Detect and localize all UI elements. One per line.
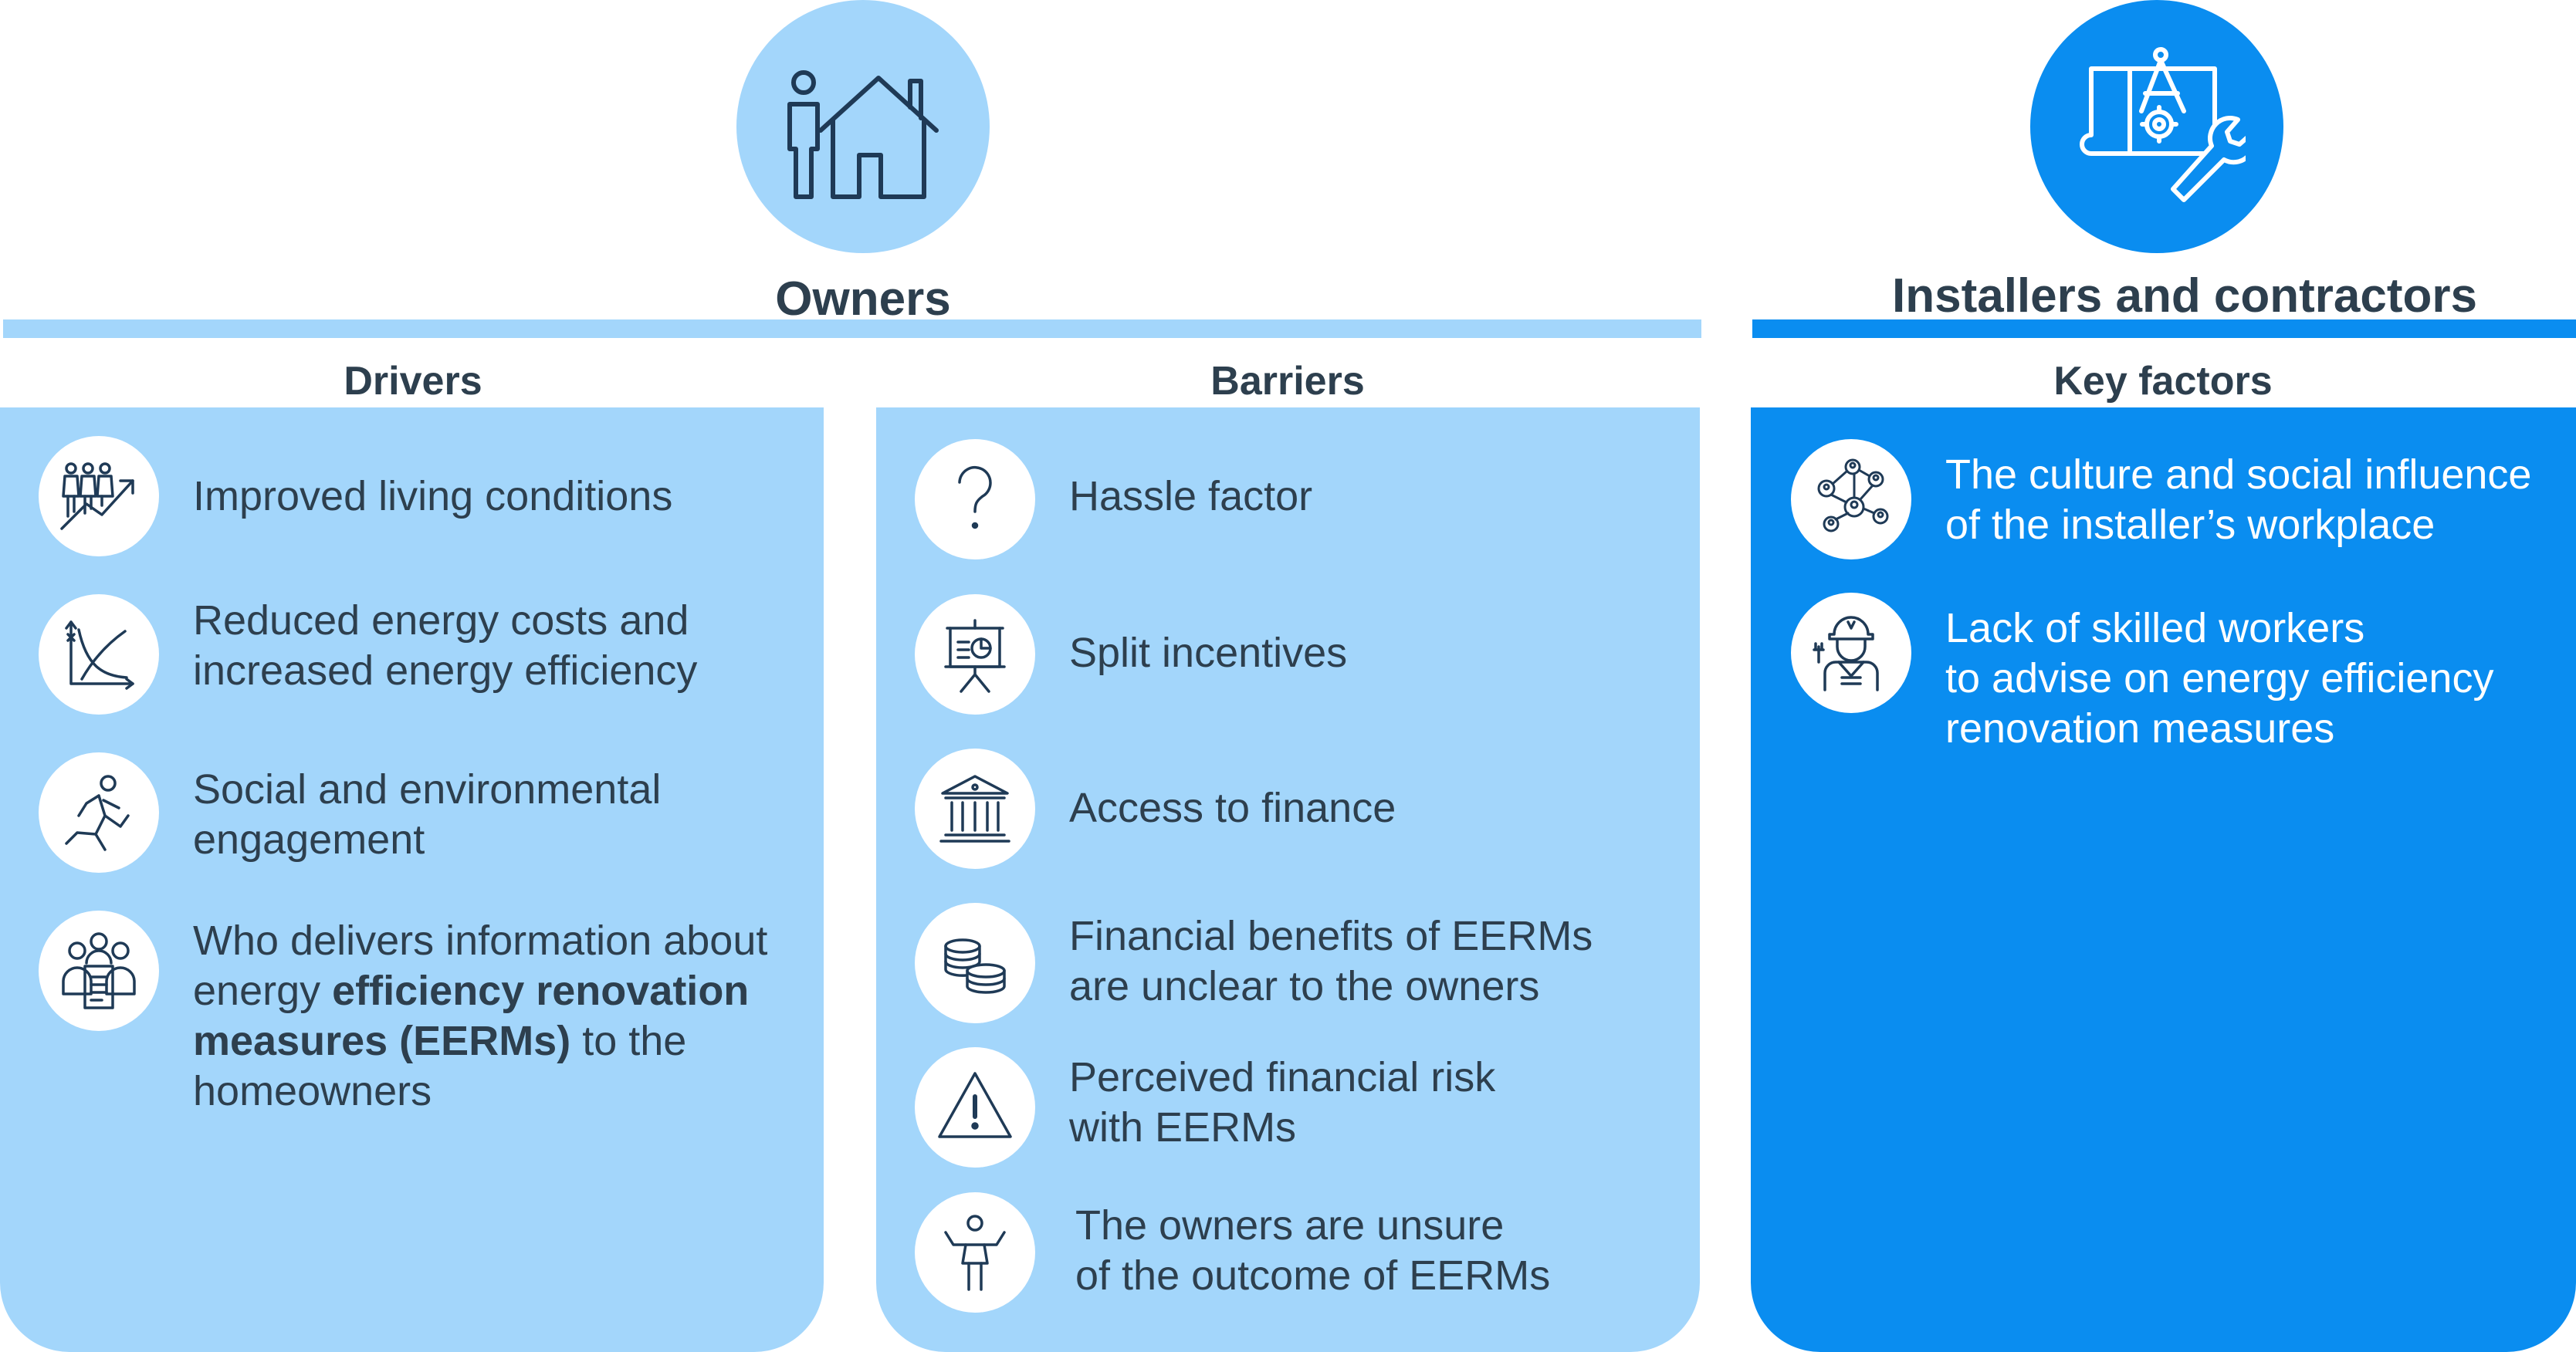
person-house-icon xyxy=(787,70,939,199)
key-factors-heading: Key factors xyxy=(2053,359,2273,404)
driver-label-line: Improved living conditions xyxy=(193,473,673,519)
driver-label-line: increased energy efficiency xyxy=(193,647,698,694)
installers-icon-circle xyxy=(2030,0,2283,253)
owners-icon-circle xyxy=(736,0,990,253)
warning-triangle-icon xyxy=(915,1047,1035,1168)
barrier-label-line: Split incentives xyxy=(1069,630,1348,676)
people-growth-icon xyxy=(39,436,159,556)
key-factor-label-line: of the installer’s workplace xyxy=(1945,502,2436,548)
blueprint-wrench-icon xyxy=(2080,47,2246,202)
owners-title: Owners xyxy=(775,272,951,326)
bank-building-icon xyxy=(915,749,1035,869)
coins-stack-icon xyxy=(915,903,1035,1023)
key-factors-panel xyxy=(1751,407,2576,1352)
barrier-label-line: Hassle factor xyxy=(1069,473,1313,519)
driver-label-line: measures (EERMs) to the xyxy=(193,1016,767,1066)
key-factor-label-line: renovation measures xyxy=(1945,705,2335,752)
driver-label-bold: measures (EERMs) xyxy=(193,1018,571,1064)
presentation-board-icon xyxy=(915,594,1035,715)
driver-label-line: engagement xyxy=(193,816,425,863)
driver-label-line: Reduced energy costs and xyxy=(193,597,689,644)
decreasing-curve-icon xyxy=(39,594,159,715)
barrier-label-line: Financial benefits of EERMs xyxy=(1069,913,1593,959)
installers-title: Installers and contractors xyxy=(1891,269,2478,323)
barrier-label-line: with EERMs xyxy=(1069,1104,1297,1151)
owners-rule xyxy=(3,319,1701,338)
network-people-icon xyxy=(1791,439,1911,559)
driver-label-line: Who delivers information about xyxy=(193,918,768,964)
barrier-label-line: Access to finance xyxy=(1069,785,1396,831)
barrier-label-line: of the outcome of EERMs xyxy=(1075,1252,1551,1299)
drivers-heading: Drivers xyxy=(344,359,482,404)
driver-label-part: to the xyxy=(570,1018,687,1064)
barrier-label-line: The owners are unsure xyxy=(1075,1202,1505,1249)
key-factor-label-line: to advise on energy efficiency xyxy=(1945,655,2494,701)
group-document-icon xyxy=(39,911,159,1031)
barriers-panel xyxy=(876,407,1700,1352)
driver-label-line: energy efficiency renovation xyxy=(193,966,767,1016)
barrier-label-line: are unclear to the owners xyxy=(1069,963,1540,1009)
running-person-icon xyxy=(39,752,159,873)
installers-rule xyxy=(1752,319,2576,338)
question-mark-icon xyxy=(915,439,1035,559)
shrugging-person-icon xyxy=(915,1192,1035,1313)
driver-label-bold: efficiency renovation xyxy=(332,968,750,1014)
barrier-label-line: Perceived financial risk xyxy=(1069,1054,1496,1100)
driver-label-part: energy xyxy=(193,968,333,1014)
key-factor-label-line: Lack of skilled workers xyxy=(1945,605,2365,651)
driver-label-line: homeowners xyxy=(193,1068,432,1114)
key-factor-label-line: The culture and social influence xyxy=(1945,451,2532,498)
driver-label-line: Social and environmental xyxy=(193,766,662,813)
barriers-heading: Barriers xyxy=(1210,359,1365,404)
worker-hardhat-icon xyxy=(1791,593,1911,713)
drivers-panel xyxy=(0,407,824,1352)
